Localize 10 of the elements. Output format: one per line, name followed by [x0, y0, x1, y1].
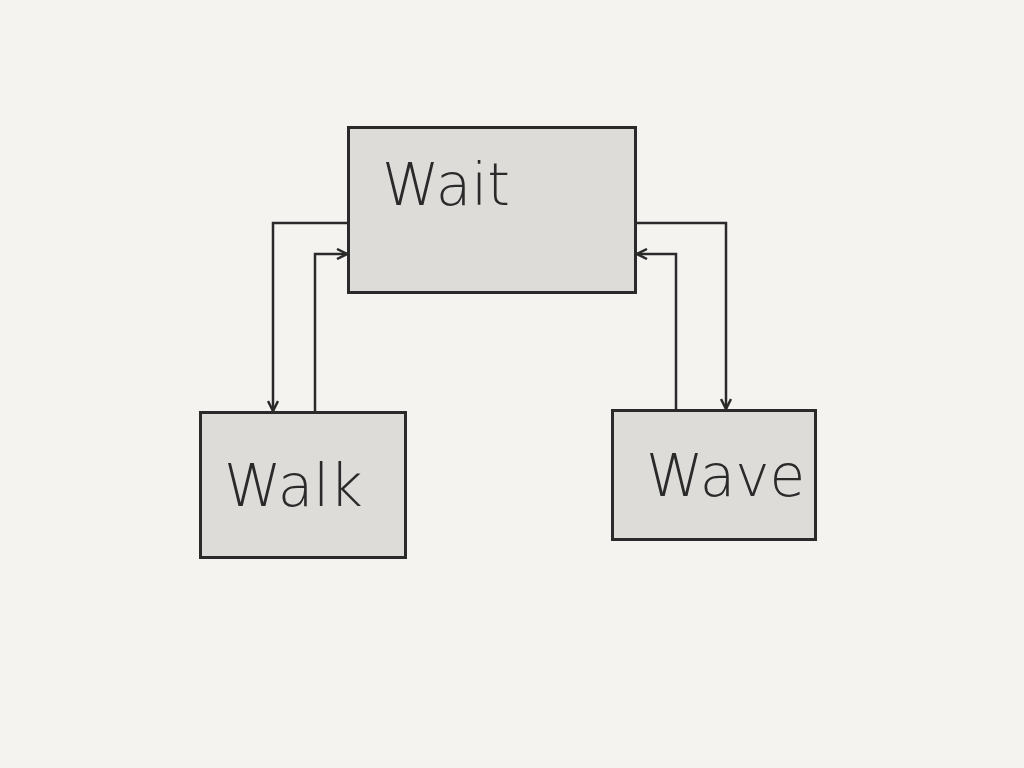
- arrow: [637, 221, 733, 411]
- state-label: Wave: [646, 442, 806, 510]
- state-box: [611, 409, 817, 541]
- state-box: [347, 126, 637, 294]
- arrow: [635, 247, 678, 409]
- state-label: Wait: [382, 151, 511, 219]
- arrow: [266, 221, 347, 413]
- state-label: Walk: [224, 452, 363, 520]
- arrow: [313, 247, 349, 411]
- state-box: [199, 411, 407, 559]
